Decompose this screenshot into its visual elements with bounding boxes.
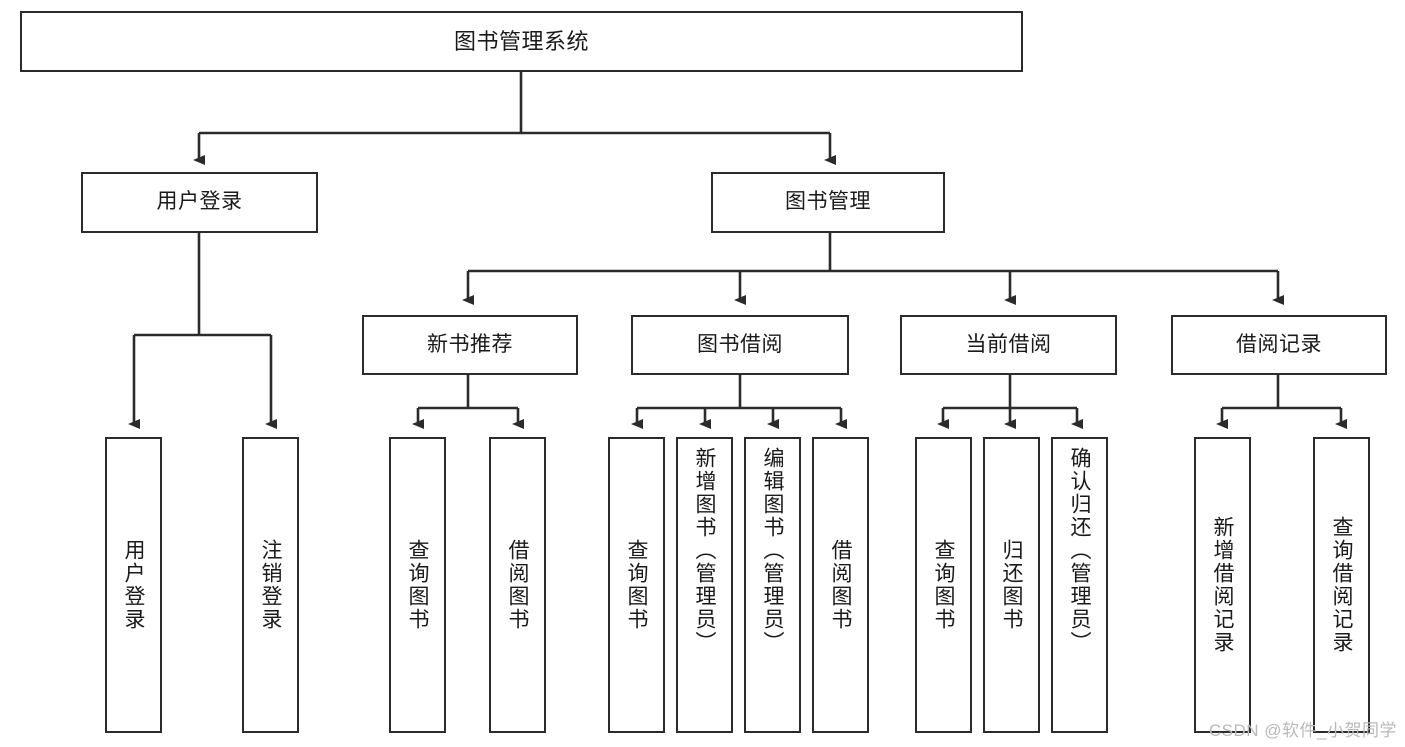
node-label: 借阅图书 xyxy=(829,539,852,631)
node-label: 查询图书 xyxy=(625,539,648,631)
node-label: 图书借阅 xyxy=(697,332,783,356)
leaf-logout[interactable]: 注销登录 xyxy=(242,437,299,733)
node-label: 借阅记录 xyxy=(1236,332,1322,356)
node-label: 用户登录 xyxy=(156,190,243,214)
leaf-query-book-new[interactable]: 查询图书 xyxy=(389,437,446,733)
node-label: 用户登录 xyxy=(122,539,145,631)
node-label: 新书推荐 xyxy=(427,332,513,356)
leaf-query-borrow-record[interactable]: 查询借阅记录 xyxy=(1313,437,1370,733)
leaf-query-book-current[interactable]: 查询图书 xyxy=(915,437,972,733)
node-label: 注销登录 xyxy=(259,539,282,631)
node-label: 当前借阅 xyxy=(965,332,1052,356)
node-borrow-record[interactable]: 借阅记录 xyxy=(1171,315,1387,375)
node-label: 新增借阅记录 xyxy=(1211,516,1234,654)
node-label: 确认归还（管理员） xyxy=(1068,447,1091,654)
node-label: 图书管理系统 xyxy=(453,28,589,54)
node-label: 查询图书 xyxy=(932,539,955,631)
node-label: 借阅图书 xyxy=(506,539,529,631)
leaf-user-login[interactable]: 用户登录 xyxy=(105,437,162,733)
watermark: CSDN @软件_小贺同学 xyxy=(1208,721,1397,740)
node-label: 归还图书 xyxy=(1000,539,1023,631)
leaf-query-book-borrow[interactable]: 查询图书 xyxy=(608,437,665,733)
node-label: 新增图书（管理员） xyxy=(693,447,716,654)
leaf-confirm-return-admin[interactable]: 确认归还（管理员） xyxy=(1051,437,1108,733)
node-label: 编辑图书（管理员） xyxy=(761,447,784,654)
node-current-borrow[interactable]: 当前借阅 xyxy=(900,315,1117,375)
leaf-edit-book-admin[interactable]: 编辑图书（管理员） xyxy=(744,437,801,733)
node-label: 查询借阅记录 xyxy=(1330,516,1353,654)
leaf-add-book-admin[interactable]: 新增图书（管理员） xyxy=(676,437,733,733)
leaf-borrow-book-new[interactable]: 借阅图书 xyxy=(489,437,546,733)
node-root[interactable]: 图书管理系统 xyxy=(20,11,1023,72)
leaf-borrow-book[interactable]: 借阅图书 xyxy=(812,437,869,733)
node-label: 查询图书 xyxy=(406,539,429,631)
node-user-login[interactable]: 用户登录 xyxy=(81,172,318,233)
leaf-add-borrow-record[interactable]: 新增借阅记录 xyxy=(1194,437,1251,733)
node-new-book-recommend[interactable]: 新书推荐 xyxy=(362,315,578,375)
leaf-return-book[interactable]: 归还图书 xyxy=(983,437,1040,733)
node-book-management[interactable]: 图书管理 xyxy=(711,172,945,233)
node-label: 图书管理 xyxy=(785,190,871,214)
node-book-borrow[interactable]: 图书借阅 xyxy=(631,315,849,375)
